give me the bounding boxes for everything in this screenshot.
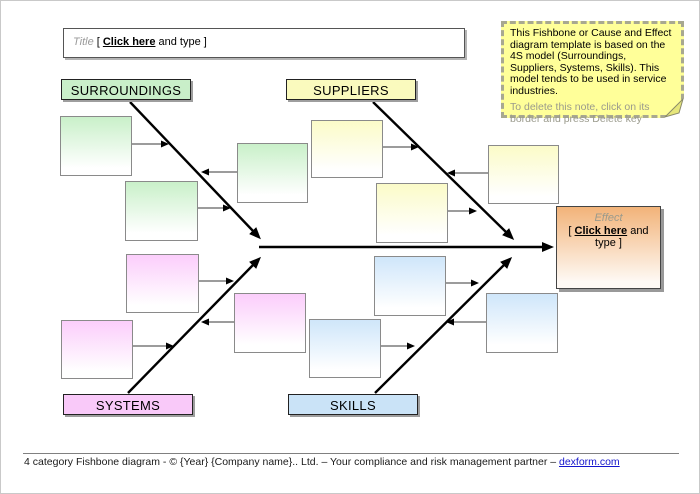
effect-bracket-open: [ [568, 225, 575, 237]
title-bracket-close: and type ] [155, 36, 207, 48]
note-fold-corner-icon [664, 98, 684, 118]
cause-box-surroundings-1[interactable] [60, 116, 132, 176]
cause-box-systems-3[interactable] [234, 293, 306, 353]
cause-box-systems-2[interactable] [61, 320, 133, 379]
cause-box-surroundings-3[interactable] [237, 143, 308, 203]
cause-box-surroundings-2[interactable] [125, 181, 198, 241]
cause-box-suppliers-2[interactable] [376, 183, 448, 243]
category-label-surroundings[interactable]: SURROUNDINGS [61, 79, 191, 100]
cause-box-skills-1[interactable] [374, 256, 446, 316]
title-bracket-open: [ [93, 36, 103, 48]
cause-box-suppliers-3[interactable] [488, 145, 559, 204]
footer-text: 4 category Fishbone diagram - © {Year} {… [24, 456, 559, 468]
category-label-systems[interactable]: SYSTEMS [63, 394, 193, 415]
sticky-note[interactable]: This Fishbone or Cause and Effect diagra… [501, 21, 684, 124]
effect-click-line[interactable]: [ Click here and type ] [557, 225, 660, 249]
title-input[interactable]: Title [ Click here and type ] [63, 28, 465, 58]
category-label-suppliers[interactable]: SUPPLIERS [286, 79, 416, 100]
cause-box-systems-1[interactable] [126, 254, 199, 313]
cause-box-suppliers-1[interactable] [311, 120, 383, 178]
title-click-here[interactable]: Click here [102, 36, 156, 48]
category-label-skills[interactable]: SKILLS [288, 394, 418, 415]
note-body-text: This Fishbone or Cause and Effect diagra… [510, 27, 672, 97]
effect-click-here[interactable]: Click here [574, 225, 628, 237]
title-label: Title [73, 36, 94, 48]
note-hint-text: To delete this note, click on its border… [510, 101, 650, 125]
dexform-link[interactable]: dexform.com [559, 456, 620, 468]
cause-box-skills-2[interactable] [309, 319, 381, 378]
effect-box[interactable]: Effect [ Click here and type ] [556, 206, 661, 289]
cause-box-skills-3[interactable] [486, 293, 558, 353]
effect-bracket-close: and type ] [595, 225, 649, 249]
effect-label: Effect [594, 212, 623, 224]
footer: 4 category Fishbone diagram - © {Year} {… [24, 456, 620, 468]
footer-divider [23, 453, 679, 454]
